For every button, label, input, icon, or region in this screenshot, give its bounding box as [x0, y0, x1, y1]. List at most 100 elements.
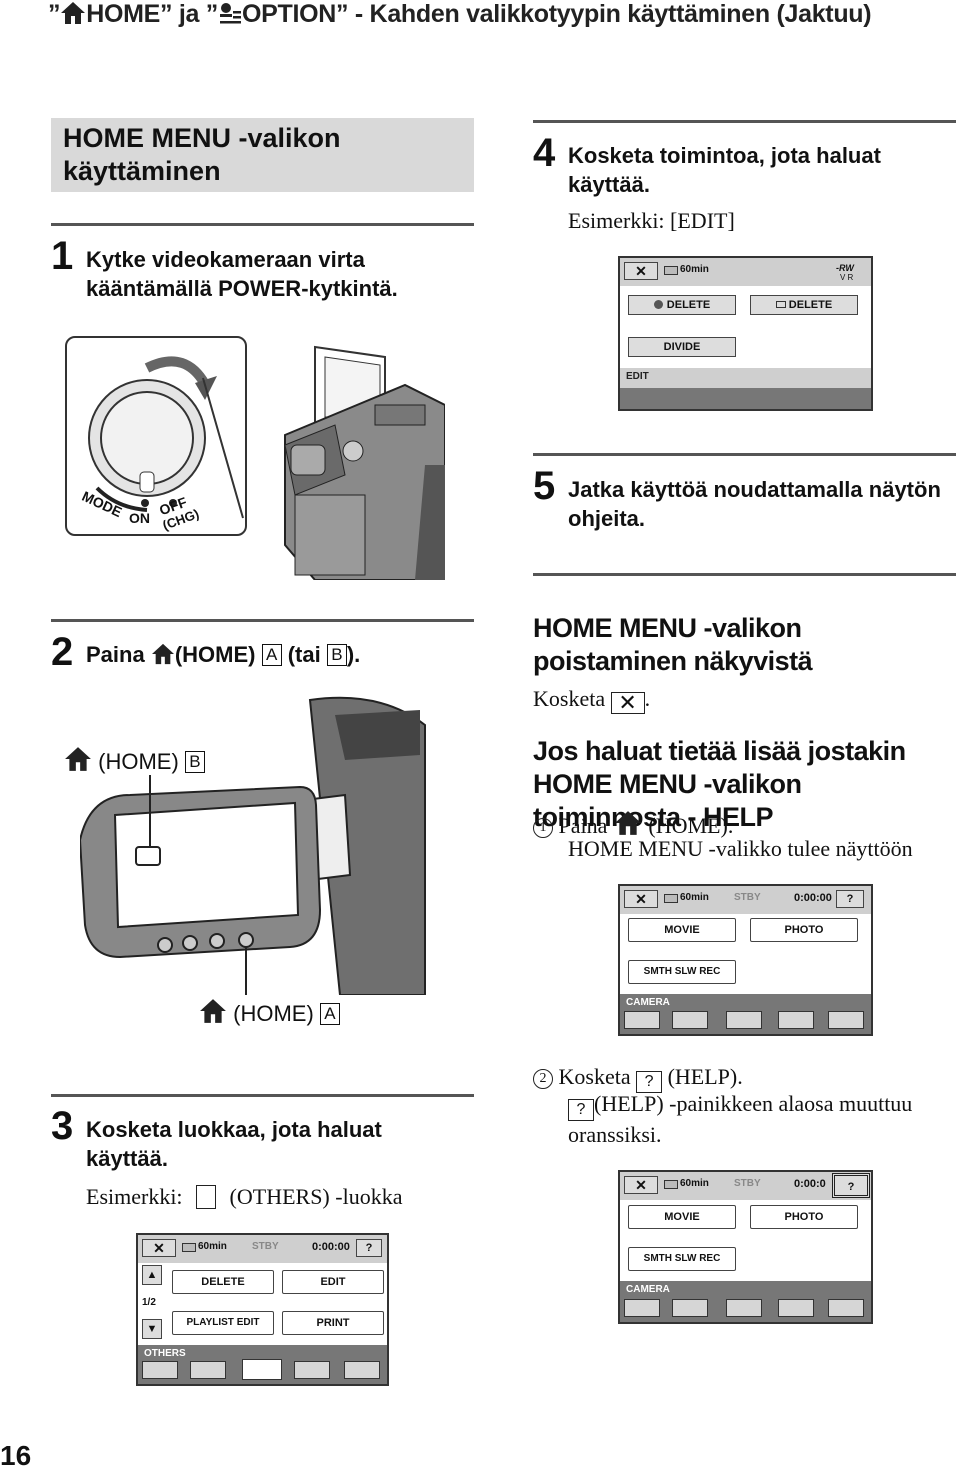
power-dial-illustration: MODE ON OFF (CHG) [65, 336, 247, 536]
tab-settings[interactable] [344, 1361, 380, 1379]
edit-button[interactable]: EDIT [282, 1270, 384, 1294]
section-title: HOME MENU -valikon käyttäminen [51, 118, 474, 192]
close-icon: ✕ [635, 1177, 647, 1193]
callout-a: A [261, 644, 282, 666]
memory-card-icon [775, 301, 786, 308]
step-5-text: Jatka käyttöä noudattamalla näytön ohjei… [568, 477, 941, 531]
movie-button[interactable]: MOVIE [628, 1205, 736, 1229]
smth-slw-rec-button[interactable]: SMTH SLW REC [628, 1247, 736, 1271]
battery-remaining: 60min [680, 264, 709, 275]
help-button[interactable]: ? [836, 890, 864, 908]
remove-text: Kosketa ✕. [533, 686, 651, 715]
disc-icon [653, 300, 663, 309]
close-button[interactable]: ✕ [624, 1176, 658, 1194]
lcd-screen-illustration [78, 695, 430, 1000]
step-4-text: Kosketa toimintoa, jota haluat käyttää. [568, 143, 881, 197]
home-icon [151, 643, 175, 672]
delete-button[interactable]: DELETE [172, 1270, 274, 1294]
page-title: ”HOME” ja ”OPTION” - Kahden valikkotyypi… [48, 0, 948, 34]
home-icon [199, 998, 227, 1030]
step-3-number: 3 [51, 1104, 74, 1148]
disc-type-badge: -RW [836, 263, 854, 273]
tab-manage-media[interactable] [294, 1361, 330, 1379]
tab-view-images[interactable] [672, 1011, 708, 1029]
category-label: EDIT [626, 371, 649, 382]
print-button[interactable]: PRINT [282, 1311, 384, 1335]
page-indicator: 1/2 [142, 1297, 156, 1308]
help-heading: Jos haluat tietää lisää jostakin HOME ME… [533, 736, 906, 832]
close-icon: ✕ [610, 692, 645, 714]
home-icon [613, 810, 643, 842]
tab-settings[interactable] [828, 1299, 864, 1317]
movie-button[interactable]: MOVIE [628, 918, 736, 942]
page-number: 16 [0, 1440, 32, 1471]
step-5-number: 5 [533, 464, 556, 508]
close-button[interactable]: ✕ [624, 262, 658, 280]
option-icon [218, 1, 242, 32]
divider [533, 120, 956, 123]
home-menu-help-screen: ✕ 60min STBY 0:00:0 ? MOVIE PHOTO SMTH S… [618, 1170, 873, 1324]
divider [51, 1094, 474, 1097]
scroll-up-button[interactable]: ▲ [142, 1265, 162, 1285]
close-icon: ✕ [635, 263, 647, 279]
tab-others[interactable] [726, 1011, 762, 1029]
step-3-example: Esimerkki: (OTHERS) -luokka [86, 1184, 403, 1209]
close-button[interactable]: ✕ [624, 890, 658, 908]
others-screen: ✕ 60min STBY 0:00:00 ? ▲ 1/2 ▼ DELETE ED… [136, 1233, 389, 1386]
help-step-1-note: HOME MENU -valikko tulee näyttöön [568, 836, 913, 861]
help-button-highlighted[interactable]: ? [832, 1173, 870, 1198]
tab-others[interactable] [726, 1299, 762, 1317]
arrow-down-icon: ▼ [146, 1323, 158, 1335]
edit-screen: ✕ 60min -RW V R DELETE DELETE DIVIDE EDI… [618, 256, 873, 411]
battery-icon [664, 894, 678, 903]
dial-on-label: ON [129, 510, 150, 526]
divider [533, 453, 956, 456]
tab-camera[interactable] [142, 1361, 178, 1379]
home-a-callout: (HOME) A [199, 998, 340, 1030]
step-3-text: Kosketa luokkaa, jota haluat käyttää. [86, 1117, 382, 1171]
close-icon: ✕ [635, 891, 647, 907]
divide-button[interactable]: DIVIDE [628, 337, 736, 357]
playlist-edit-button[interactable]: PLAYLIST EDIT [172, 1311, 274, 1335]
divider [533, 573, 956, 576]
step-4-example: Esimerkki: [EDIT] [568, 208, 735, 233]
tab-manage-media[interactable] [778, 1011, 814, 1029]
time-counter: 0:00:00 [794, 892, 832, 904]
battery-icon [664, 266, 678, 275]
tab-camera[interactable] [624, 1299, 660, 1317]
step-4-number: 4 [533, 131, 556, 175]
category-label: OTHERS [144, 1348, 186, 1359]
home-menu-screen: ✕ 60min STBY 0:00:00 ? MOVIE PHOTO SMTH … [618, 884, 873, 1036]
tab-camera[interactable] [624, 1011, 660, 1029]
step-2-text: Paina (HOME) A (tai B). [86, 640, 466, 672]
status-text: STBY [734, 892, 761, 903]
step-1-number: 1 [51, 234, 74, 278]
help-step-2: 2 Kosketa ? (HELP). [533, 1064, 743, 1093]
help-button[interactable]: ? [356, 1239, 382, 1257]
photo-button[interactable]: PHOTO [750, 918, 858, 942]
close-button[interactable]: ✕ [142, 1239, 176, 1257]
smth-slw-rec-button[interactable]: SMTH SLW REC [628, 960, 736, 984]
step-2-number: 2 [51, 630, 74, 674]
battery-icon [182, 1243, 196, 1252]
remove-heading: HOME MENU -valikon poistaminen näkyvistä [533, 613, 813, 676]
photo-button[interactable]: PHOTO [750, 1205, 858, 1229]
divider [51, 619, 474, 622]
home-icon [64, 746, 92, 778]
disc-format-badge: V R [840, 273, 854, 282]
scroll-down-button[interactable]: ▼ [142, 1319, 162, 1339]
tab-view-images[interactable] [190, 1361, 226, 1379]
close-icon: ✕ [153, 1240, 165, 1256]
others-icon [196, 1185, 217, 1209]
help-step-1: 1 Paina (HOME). [533, 810, 733, 842]
help-icon: ? [568, 1099, 594, 1121]
tab-settings[interactable] [828, 1011, 864, 1029]
tab-view-images[interactable] [672, 1299, 708, 1317]
divider [51, 223, 474, 226]
delete-memory-button[interactable]: DELETE [750, 295, 858, 315]
step-1-text: Kytke videokameraan virta kääntämällä PO… [86, 247, 398, 301]
delete-disc-button[interactable]: DELETE [628, 295, 736, 315]
battery-icon [664, 1180, 678, 1189]
tab-others[interactable] [242, 1359, 282, 1380]
tab-manage-media[interactable] [778, 1299, 814, 1317]
